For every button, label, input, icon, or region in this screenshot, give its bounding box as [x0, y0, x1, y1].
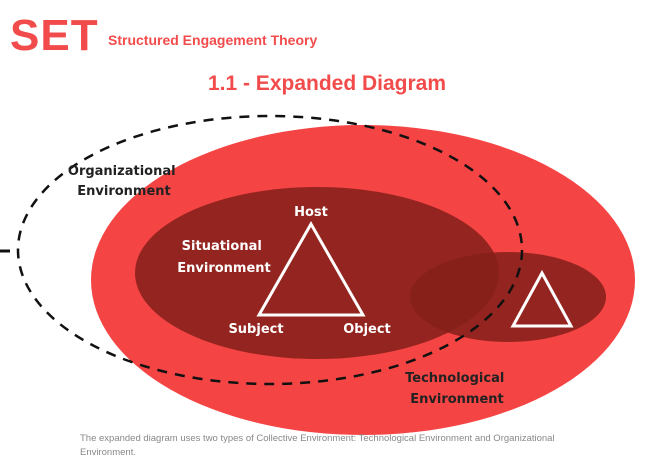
situational-environment-ellipse: [135, 187, 499, 359]
technological-label-line-2: Environment: [410, 392, 504, 407]
organizational-label-line-2: Environment: [77, 184, 171, 199]
organizational-environment-ellipse: [16, 114, 524, 386]
logo: SET: [10, 11, 99, 60]
host-subject-object-triangle: [256, 220, 366, 317]
page-title: 1.1 - Expanded Diagram: [0, 72, 654, 96]
technological-label-line-1: Technological: [405, 371, 504, 386]
object-label: Object: [343, 322, 391, 337]
organizational-label-line-1: Organizational: [68, 164, 176, 179]
subject-label: Subject: [228, 322, 283, 337]
situational-label-line-1: Situational: [182, 239, 262, 254]
situational-label-line-2: Environment: [177, 261, 271, 276]
technological-triangle: [510, 269, 574, 328]
technological-environment-ellipse: [410, 252, 606, 342]
situational-environment-label: Situational Environment: [177, 239, 271, 276]
page-title-text: 1.1 - Expanded Diagram: [207, 72, 447, 95]
subtitle: Structured Engagement Theory: [108, 32, 318, 48]
technological-environment-label: Technological Environment: [405, 371, 509, 407]
host-label: Host: [294, 205, 328, 220]
organizational-environment-label: Organizational Environment: [68, 164, 180, 199]
caption: The expanded diagram uses two types of C…: [80, 433, 555, 458]
